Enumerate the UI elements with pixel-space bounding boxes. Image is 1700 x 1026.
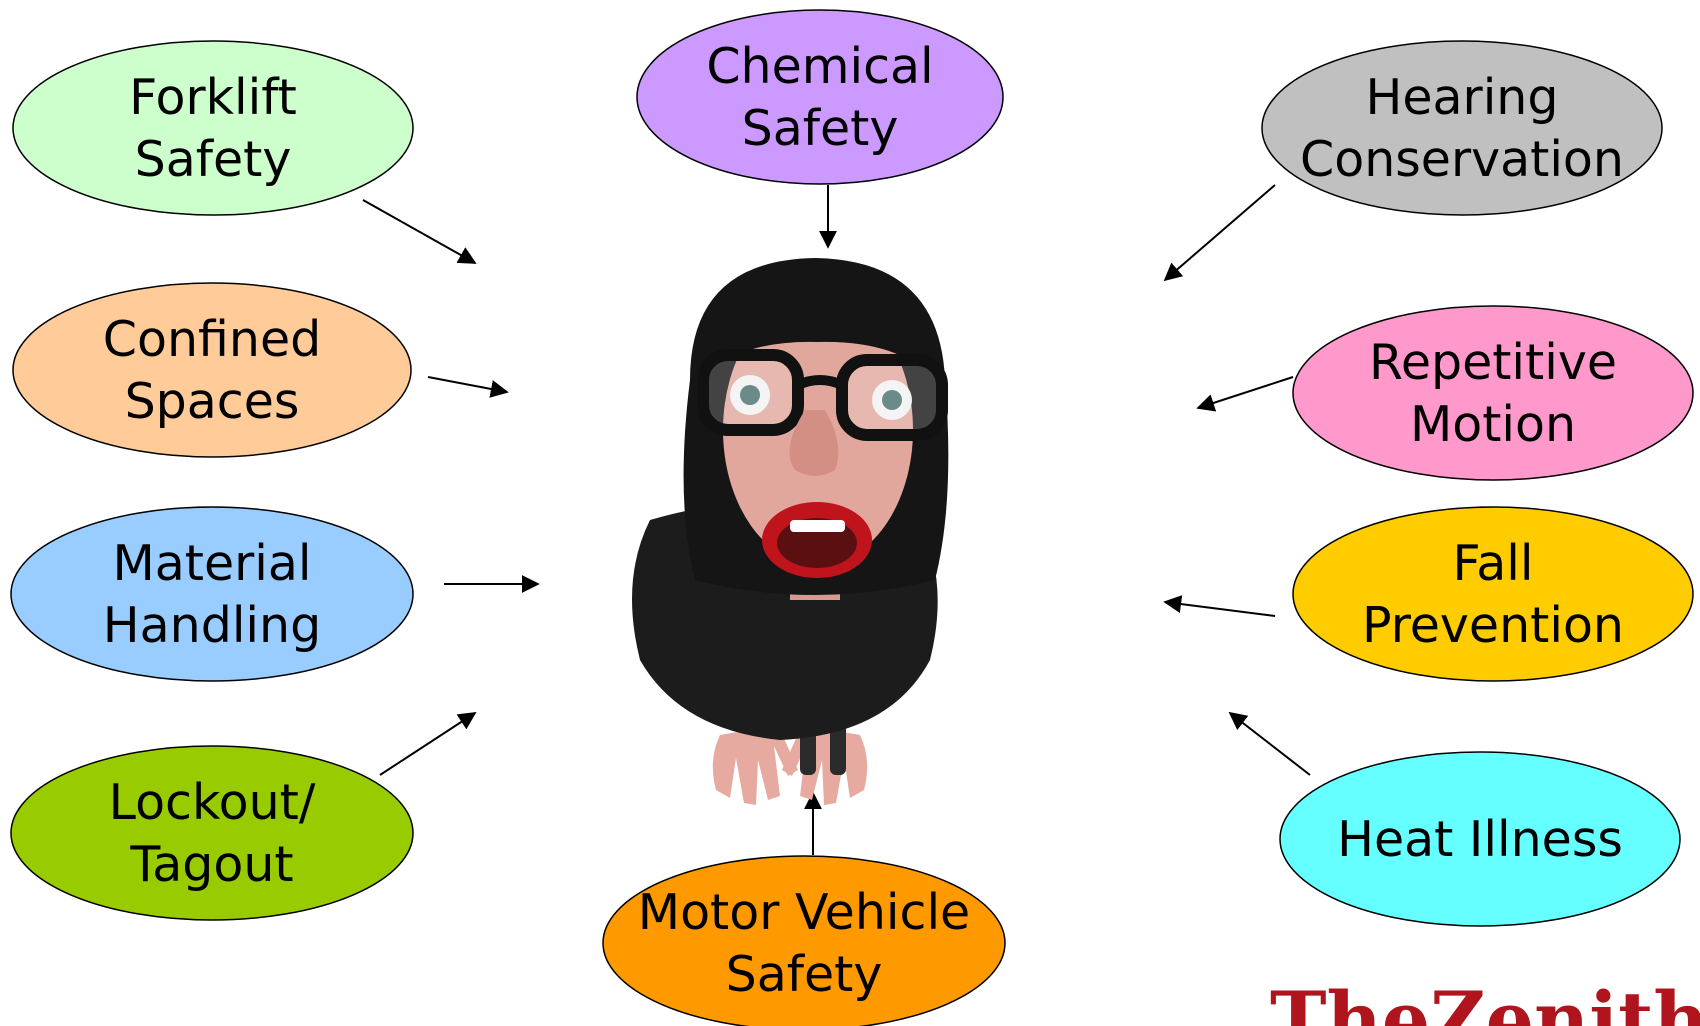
arrow-heat [1230, 713, 1310, 775]
bubble-label-line: Safety [135, 131, 292, 188]
bubble-label-line: Spaces [125, 373, 300, 430]
bubble-label-line: Confined [103, 311, 321, 368]
bubble-heat: Heat Illness [1280, 752, 1680, 926]
bubble-shape [637, 10, 1003, 184]
bubble-label-line: Material [112, 535, 311, 592]
bubble-label-line: Lockout/ [109, 774, 316, 831]
bubble-shape [13, 41, 413, 215]
bubble-shape [11, 507, 413, 681]
bubble-shape [1293, 306, 1693, 480]
bubble-shape [1293, 507, 1693, 681]
arrow-fall [1165, 602, 1275, 616]
bubble-label-line: Handling [103, 597, 321, 654]
bubble-label-line: Safety [726, 946, 883, 1003]
arrow-repetitive [1198, 377, 1293, 408]
arrow-confined [428, 377, 507, 392]
bubble-label-line: Hearing [1366, 69, 1559, 126]
bubble-label-line: Motor Vehicle [638, 884, 970, 941]
bubble-label-line: Safety [742, 100, 899, 157]
bubble-label-line: Forklift [129, 69, 297, 126]
bubble-label-line: Heat Illness [1337, 811, 1623, 868]
bubble-label-line: Tagout [129, 836, 293, 893]
bubble-label-line: Conservation [1300, 131, 1624, 188]
arrow-lockout [380, 713, 475, 775]
bubble-label-line: Prevention [1362, 597, 1624, 654]
arrow-forklift [363, 200, 475, 263]
bubble-shape [11, 746, 413, 920]
bubble-label-line: Fall [1453, 535, 1534, 592]
bubble-shape [1262, 41, 1662, 215]
bubble-shape [13, 283, 411, 457]
bubble-lockout: Lockout/Tagout [11, 746, 413, 920]
frustrated-woman-photo-icon [632, 258, 948, 805]
arrow-hearing [1165, 185, 1275, 280]
company-logo: TheZenith [1270, 975, 1700, 1026]
bubble-label-line: Motion [1410, 396, 1576, 453]
bubble-label-line: Chemical [706, 38, 933, 95]
bubble-label-line: Repetitive [1369, 334, 1617, 391]
